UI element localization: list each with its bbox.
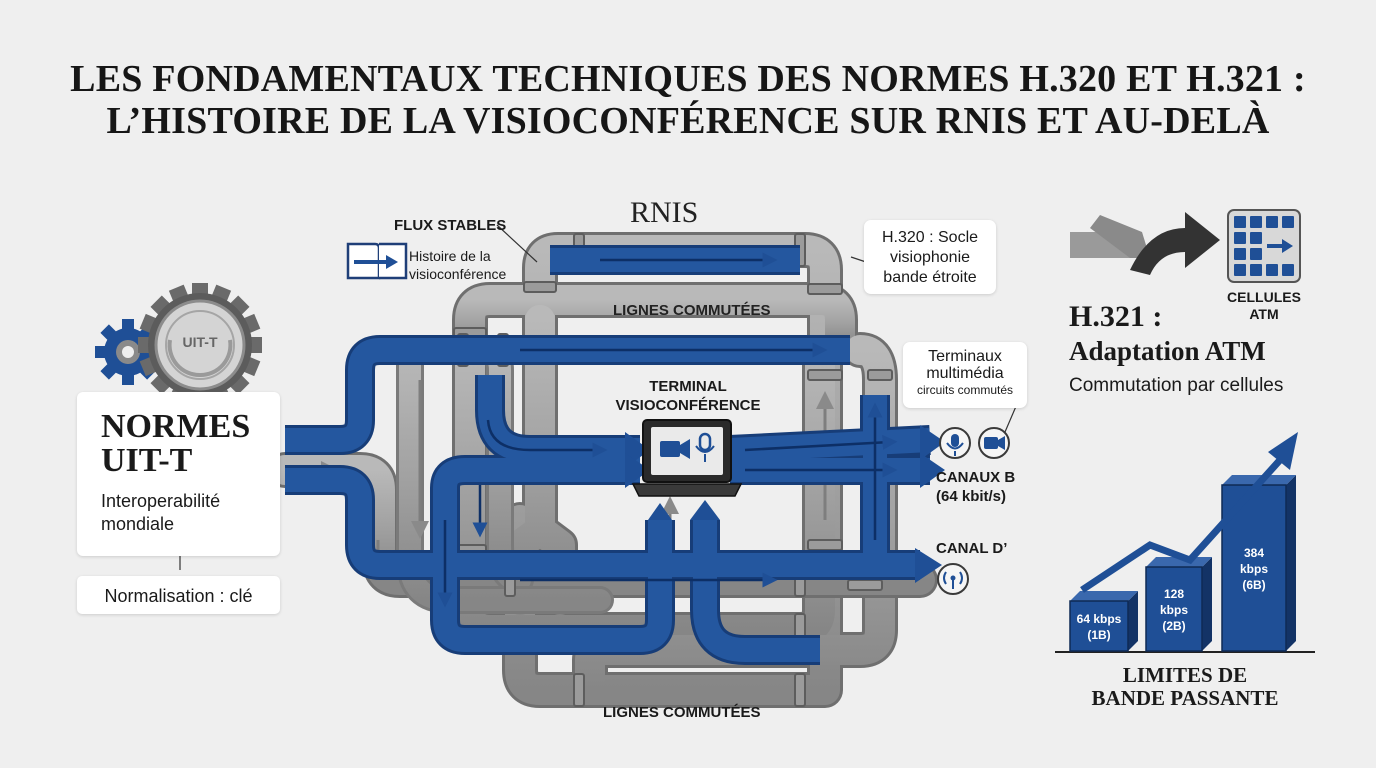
bar-label-2B-0: 128 xyxy=(1164,587,1184,601)
canal-d-label: CANAL D’ xyxy=(936,540,1008,557)
camera-icon xyxy=(978,427,1010,459)
h321-title: H.321 : xyxy=(1069,300,1163,333)
bar-label-2B-1: kbps xyxy=(1160,603,1188,617)
limites-line-1: LIMITES DE xyxy=(1122,663,1248,687)
h320-line-2: visiophonie xyxy=(889,249,971,266)
normes-description: Interoperabilité mondiale xyxy=(101,490,220,536)
normes-desc-line-1: Interoperabilité xyxy=(101,491,221,511)
bar-label-6B-2: (6B) xyxy=(1242,578,1265,592)
normes-desc-line-2: mondiale xyxy=(101,514,175,534)
terminaux-line-1: Terminaux xyxy=(928,348,1002,365)
normes-heading-line-2: UIT-T xyxy=(101,442,193,479)
canaux-b-line-2: (64 kbit/s) xyxy=(936,488,1007,505)
bandwidth-chart: 64 kbps (1B) 128 kbps (2B) 384 kbps (6B) xyxy=(1055,432,1315,653)
growth-arrow-head xyxy=(1268,432,1298,470)
terminal-line-2: VISIOCONFÉRENCE xyxy=(615,397,761,414)
lignes-commutees-bottom-label: LIGNES COMMUTÉES xyxy=(603,704,761,721)
atm-cells-icon xyxy=(1227,209,1301,283)
bar-1B xyxy=(1069,600,1129,652)
bar-2B xyxy=(1145,566,1203,652)
laptop-icon xyxy=(631,419,743,497)
canaux-b-label: CANAUX B (64 kbit/s) xyxy=(936,468,1015,506)
normes-uit-t-card: NORMES UIT-T Interoperabilité mondiale xyxy=(77,392,280,556)
bar-top-2B xyxy=(1146,557,1212,567)
limites-bande-passante-label: LIMITES DE BANDE PASSANTE xyxy=(1060,664,1310,710)
merge-arrow-icon xyxy=(1070,212,1220,275)
h321-description: Commutation par cellules xyxy=(1069,375,1284,396)
h320-line-1: H.320 : Socle xyxy=(881,229,979,246)
normalisation-note: Normalisation : clé xyxy=(77,576,280,614)
terminal-label: TERMINAL VISIOCONFÉRENCE xyxy=(608,377,768,415)
bar-6B xyxy=(1221,484,1287,652)
terminaux-line-3: circuits commutés xyxy=(916,383,1014,397)
terminaux-text: Terminaux multimédia circuits commutés xyxy=(903,348,1027,399)
terminaux-line-2: multimédia xyxy=(926,365,1004,382)
h321-subtitle: Adaptation ATM xyxy=(1069,336,1266,366)
antenna-icon xyxy=(937,563,969,595)
blue-arrowheads xyxy=(625,425,945,583)
limites-line-2: BANDE PASSANTE xyxy=(1091,686,1279,710)
bar-side-6B xyxy=(1286,475,1296,651)
uit-t-seal-icon xyxy=(138,283,262,407)
terminal-line-1: TERMINAL xyxy=(649,378,727,395)
h320-callout: H.320 : Socle visiophonie bande étroite xyxy=(864,220,996,294)
h320-text: H.320 : Socle visiophonie bande étroite xyxy=(864,228,996,288)
h320-line-3: bande étroite xyxy=(883,269,977,286)
normalisation-text: Normalisation : clé xyxy=(104,586,253,606)
title-line-1: LES FONDAMENTAUX TECHNIQUES DES NORMES H… xyxy=(70,58,1306,100)
rnis-label: RNIS xyxy=(630,196,699,229)
book-icon xyxy=(346,242,408,280)
bar-side-2B xyxy=(1202,557,1212,651)
lignes-commutees-top-label: LIGNES COMMUTÉES xyxy=(613,302,771,319)
bar-label-1B-1: (1B) xyxy=(1087,628,1110,642)
canaux-b-line-1: CANAUX B xyxy=(936,469,1016,486)
flux-stables-description: Histoire de la visioconférence xyxy=(409,247,506,283)
bar-top-1B xyxy=(1070,591,1138,601)
flux-desc-line-1: Histoire de la xyxy=(409,248,491,264)
page-title: LES FONDAMENTAUX TECHNIQUES DES NORMES H… xyxy=(0,58,1376,142)
normes-heading-line-1: NORMES xyxy=(101,408,251,445)
bar-label-6B-0: 384 xyxy=(1244,546,1264,560)
bar-label-2B-2: (2B) xyxy=(1162,619,1185,633)
bar-side-1B xyxy=(1128,591,1138,651)
microphone-icon xyxy=(939,427,971,459)
bar-label-1B-0: 64 kbps xyxy=(1077,612,1122,626)
terminaux-multimedia-callout: Terminaux multimédia circuits commutés xyxy=(903,342,1027,408)
cellules-line-1: CELLULES xyxy=(1227,289,1301,305)
bar-label-6B-1: kbps xyxy=(1240,562,1268,576)
flux-desc-line-2: visioconférence xyxy=(409,266,507,282)
flux-stables-label: FLUX STABLES xyxy=(394,217,507,234)
cellules-atm-label: CELLULES ATM xyxy=(1214,289,1314,323)
growth-trend-line xyxy=(1080,457,1283,593)
normes-heading: NORMES UIT-T xyxy=(101,410,250,478)
uit-t-badge-label: UIT-T xyxy=(182,334,218,350)
title-line-2: L’HISTOIRE DE LA VISIOCONFÉRENCE SUR RNI… xyxy=(106,100,1270,142)
cellules-line-2: ATM xyxy=(1249,306,1279,322)
